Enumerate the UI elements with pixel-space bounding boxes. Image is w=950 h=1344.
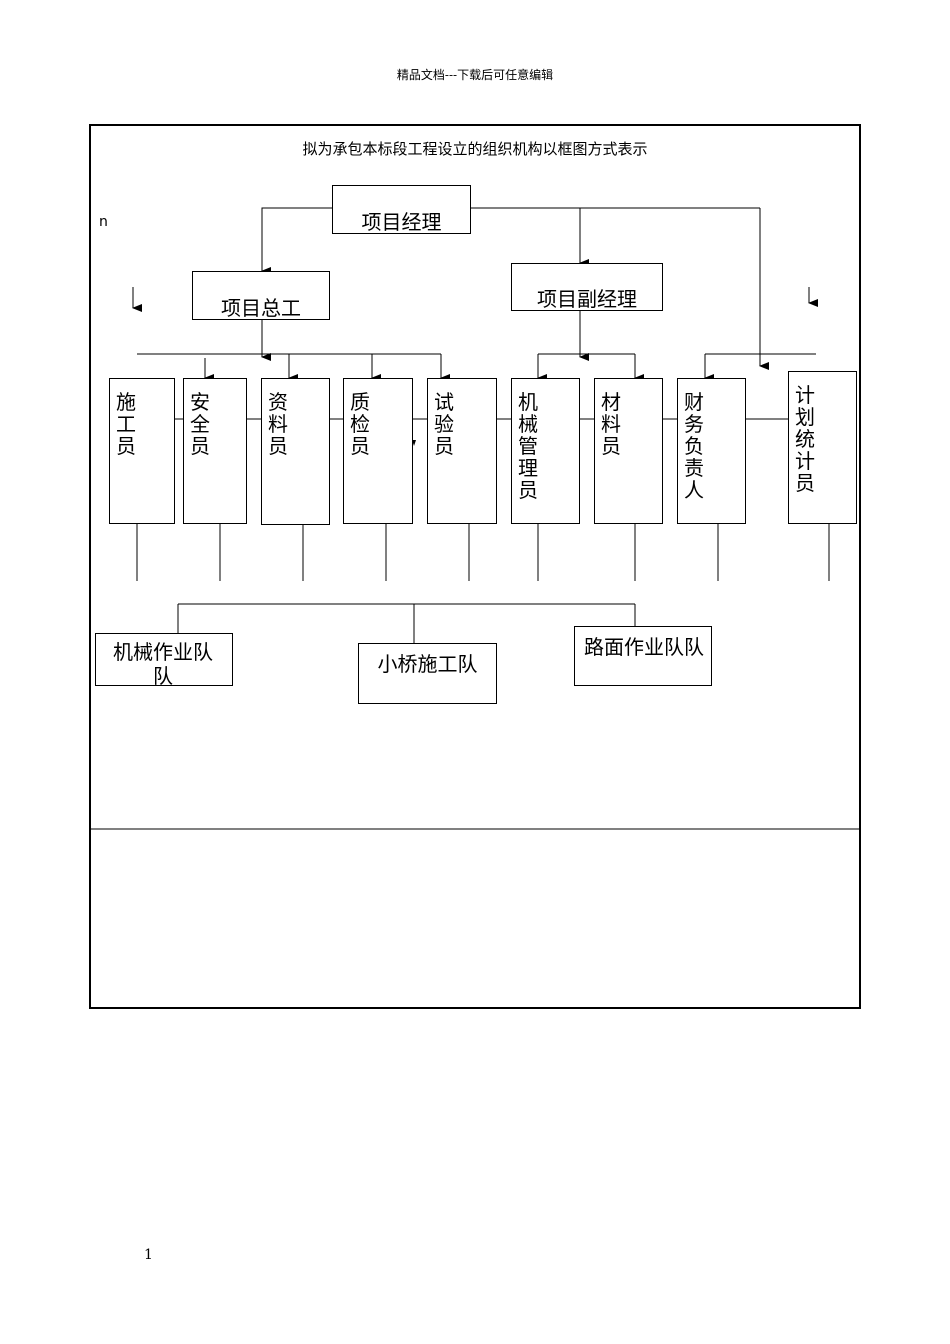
page-header: 精品文档---下载后可任意编辑: [396, 68, 554, 82]
page-number: 1: [144, 1247, 153, 1263]
box-staff: 施工员: [109, 378, 175, 524]
box-staff: 材料员: [594, 378, 663, 524]
outer-frame: [89, 124, 861, 1009]
box-staff: 财务负责人: [677, 378, 746, 524]
box-deputy-manager: 项目副经理: [511, 263, 663, 311]
box-staff: 机械管理员: [511, 378, 580, 524]
box-team-machinery: 机械作业队队: [95, 633, 233, 688]
box-project-manager: 项目经理: [332, 185, 471, 234]
box-chief-engineer: 项目总工: [192, 271, 330, 320]
box-staff: 试验员: [427, 378, 497, 524]
box-staff: 计划统计员: [788, 371, 857, 524]
box-team-bridge: 小桥施工队: [358, 643, 497, 704]
box-staff: 资料员: [261, 378, 330, 525]
stray-mark: n: [99, 214, 108, 230]
chart-title: 拟为承包本标段工程设立的组织机构以框图方式表示: [302, 140, 648, 158]
box-staff: 安全员: [183, 378, 247, 524]
box-staff: 质检员: [343, 378, 413, 524]
box-team-pavement: 路面作业队队: [574, 626, 712, 686]
